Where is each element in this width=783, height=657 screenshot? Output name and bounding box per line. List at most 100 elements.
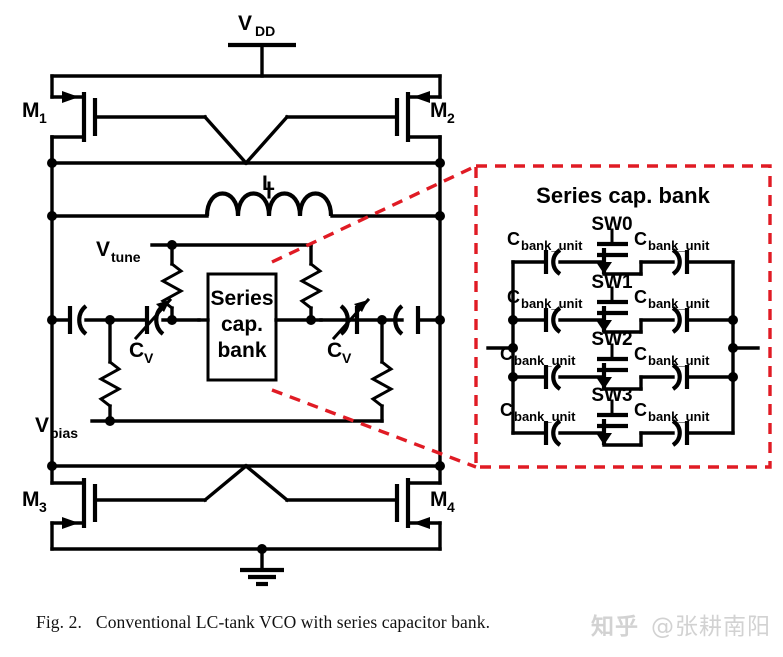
row3-capright-sub: bank_unit <box>648 409 710 424</box>
callout-line-bottom <box>271 388 477 469</box>
cap-bank-row-2[interactable]: SW2 C bank_unit C bank_unit <box>500 329 735 391</box>
row0-capleft-curve <box>551 248 562 276</box>
resistor-vtune-right <box>298 261 324 311</box>
cap-bank-row-0[interactable]: SW0 C bank_unit C bank_unit <box>507 214 735 276</box>
callout-connectors <box>271 164 477 469</box>
block-line3: bank <box>217 339 266 362</box>
series-cap-bank-box[interactable] <box>206 272 278 382</box>
vdd-label: V <box>238 12 252 35</box>
vtune-label-sub: tune <box>111 249 141 265</box>
row1-capleft-curve <box>551 306 562 334</box>
row2-capright-curve <box>671 363 682 391</box>
row1-capright-sub: bank_unit <box>648 296 710 311</box>
cap-bank-frame-rect <box>474 164 772 469</box>
vbias-label-sub: bias <box>50 425 78 441</box>
bank-dot-right-mid <box>728 343 738 353</box>
row0-capright-sub: bank_unit <box>648 238 710 253</box>
inductor-coils <box>204 191 334 217</box>
dcblock-left-curve <box>77 304 88 336</box>
row2-sw-arrow <box>596 377 612 389</box>
m1-label-sub: 1 <box>39 110 47 126</box>
bottom-cross-couple <box>47 461 445 503</box>
vdd-label-sub: DD <box>255 23 275 39</box>
cross-wire-bottom-left <box>202 463 249 503</box>
m1-source-arrow <box>62 91 79 103</box>
row0-switch-label: SW0 <box>591 214 632 235</box>
resistor-vbias-left <box>97 359 123 409</box>
row3-sw-arrow <box>596 433 612 445</box>
m3-source-arrow <box>62 517 79 529</box>
dcblock-right-curve <box>393 304 404 336</box>
row2-capleft-curve <box>551 363 562 391</box>
vtune-rail: V tune <box>96 238 324 325</box>
row1-capleft-sub: bank_unit <box>521 296 583 311</box>
row1-switch-label: SW1 <box>591 272 633 293</box>
row0-sw-arrow <box>596 262 612 274</box>
cv-left-label-sub: V <box>144 350 154 366</box>
row3-capleft-label: C <box>500 400 513 420</box>
m3-label-sub: 3 <box>39 499 47 515</box>
row0-capleft-sub: bank_unit <box>521 238 583 253</box>
figure-caption: Fig. 2. Conventional LC-tank VCO with ser… <box>0 600 783 657</box>
series-cap-bank-block[interactable]: Series cap. bank <box>197 272 323 382</box>
row1-capright-label: C <box>634 287 647 307</box>
block-line1: Series <box>210 287 273 310</box>
caption-body: Conventional LC-tank VCO with series cap… <box>95 612 491 632</box>
m2-source-arrow <box>413 91 430 103</box>
m3-label: M <box>22 488 40 511</box>
m1-label: M <box>22 99 40 122</box>
cross-wire-right-to-left <box>243 114 290 166</box>
transistor-m2: M 2 <box>285 91 455 165</box>
row3-capleft-sub: bank_unit <box>514 409 576 424</box>
varactor-row: C V C V <box>47 297 445 423</box>
watermark-user: @张耕南阳 <box>651 614 771 640</box>
row3-capleft-curve <box>551 419 562 447</box>
resistor-vtune-left <box>159 261 185 311</box>
row0-capright-label: C <box>634 229 647 249</box>
m4-label-sub: 4 <box>447 499 455 515</box>
junction-dot-vtune-tank-left <box>167 315 177 325</box>
vbias-rail: V bias <box>35 414 384 441</box>
vbias-label: V <box>35 414 49 437</box>
circuit-schematic: V DD M 1 <box>22 12 772 587</box>
cap-bank-network: SW0 C bank_unit C bank_unit <box>486 214 760 447</box>
row0-capleft-label: C <box>507 229 520 249</box>
row1-capleft-label: C <box>507 287 520 307</box>
inductor-label: L <box>262 172 275 195</box>
cv-right-label-sub: V <box>342 350 352 366</box>
row0-capright-curve <box>671 248 682 276</box>
row2-capright-sub: bank_unit <box>648 353 710 368</box>
side-rails <box>50 135 442 468</box>
row1-capright-curve <box>671 306 682 334</box>
row3-capright-curve <box>671 419 682 447</box>
caption-number: Fig. 2. <box>36 612 82 632</box>
transistor-m1: M 1 <box>22 91 207 165</box>
callout-line-top <box>271 164 477 264</box>
cap-bank-detail-frame <box>474 164 772 469</box>
block-line2: cap. <box>221 313 263 336</box>
cap-bank-row-1[interactable]: SW1 C bank_unit C bank_unit <box>507 272 735 334</box>
inductor-branch: L <box>47 172 445 221</box>
m4-label: M <box>430 488 448 511</box>
row2-capleft-sub: bank_unit <box>514 353 576 368</box>
resistor-vbias-right <box>369 359 395 409</box>
caption-line: Fig. 2. Conventional LC-tank VCO with ser… <box>36 612 490 633</box>
junction-dot-vbias-rail <box>105 416 115 426</box>
m2-label-sub: 2 <box>447 110 455 126</box>
row3-switch-label: SW3 <box>591 385 632 406</box>
cv-right-curve <box>339 304 350 336</box>
transistor-m4: M 4 <box>285 464 455 551</box>
cv-left-label: C <box>129 339 144 362</box>
top-rail <box>50 74 442 99</box>
cap-bank-row-3[interactable]: SW3 C bank_unit C bank_unit <box>500 385 735 447</box>
row2-capleft-label: C <box>500 344 513 364</box>
cap-bank-title: Series cap. bank <box>536 183 710 208</box>
cross-wire-left-to-right <box>202 114 249 166</box>
cv-right-arrow-head <box>354 300 368 312</box>
row2-capright-label: C <box>634 344 647 364</box>
vtune-label: V <box>96 238 110 261</box>
watermark-logo: 知乎 <box>591 614 639 640</box>
m2-label: M <box>430 99 448 122</box>
cv-right-label: C <box>327 339 342 362</box>
vdd-supply: V DD <box>228 12 296 78</box>
